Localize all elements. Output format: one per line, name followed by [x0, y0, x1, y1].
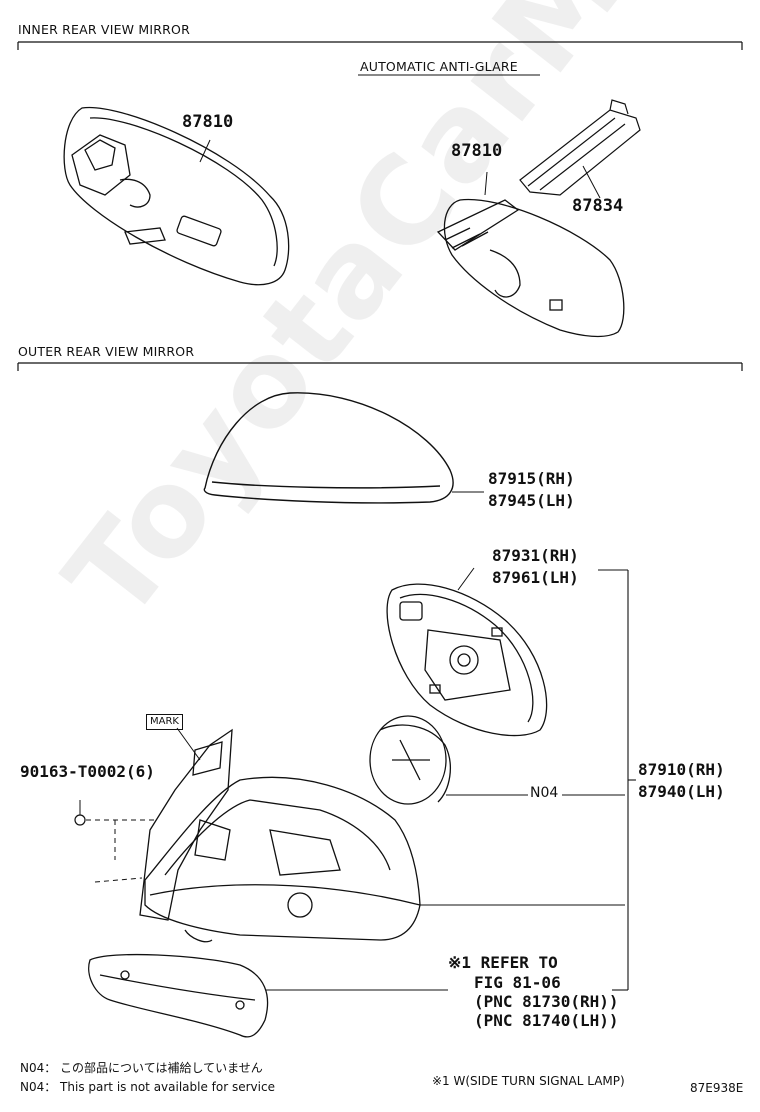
part-87810-auto[interactable]: 87810	[451, 141, 503, 161]
mark-label: MARK	[146, 714, 183, 730]
inner-mirror-standard	[63, 106, 290, 286]
part-87910[interactable]: 87910(RH)	[638, 760, 725, 779]
part-87961[interactable]: 87961(LH)	[492, 568, 579, 587]
turn-signal-lamp	[88, 953, 448, 1038]
n04-label: N04	[530, 785, 559, 801]
refer-line-1: ※1 REFER TO	[448, 953, 558, 972]
assembly-bracket	[598, 569, 636, 991]
section-bracket-inner	[17, 41, 743, 50]
footnote-en: N04： This part is not available for serv…	[20, 1080, 275, 1094]
refer-line-4: (PNC 81740(LH))	[474, 1011, 619, 1030]
part-90163[interactable]: 90163-T0002(6)	[20, 762, 155, 781]
section-bracket-outer	[17, 362, 743, 371]
figure-code: 87E938E	[690, 1081, 744, 1095]
screw-90163	[74, 800, 155, 883]
part-87834[interactable]: 87834	[572, 196, 624, 216]
mirror-glass	[386, 567, 548, 737]
inner-section-title: INNER REAR VIEW MIRROR	[18, 22, 190, 37]
part-87940[interactable]: 87940(LH)	[638, 782, 725, 801]
part-87915[interactable]: 87915(RH)	[488, 469, 575, 488]
footnote-jp: N04： この部品については補給していません	[20, 1061, 263, 1075]
part-87931[interactable]: 87931(RH)	[492, 546, 579, 565]
mirror-cover	[203, 392, 484, 504]
inner-mirror-auto	[436, 171, 625, 338]
refer-line-2[interactable]: FIG 81-06	[474, 973, 561, 992]
footnote-signal: ※1 W(SIDE TURN SIGNAL LAMP)	[432, 1074, 625, 1088]
part-87810-standard[interactable]: 87810	[182, 112, 234, 132]
auto-anti-glare-label: AUTOMATIC ANTI-GLARE	[360, 59, 518, 74]
refer-line-3: (PNC 81730(RH))	[474, 992, 619, 1011]
harness-cover-87834	[519, 99, 641, 199]
mirror-body	[144, 776, 625, 943]
base-gasket	[139, 727, 233, 921]
outer-section-title: OUTER REAR VIEW MIRROR	[18, 344, 195, 359]
mirror-actuator	[369, 715, 625, 805]
part-87945[interactable]: 87945(LH)	[488, 491, 575, 510]
